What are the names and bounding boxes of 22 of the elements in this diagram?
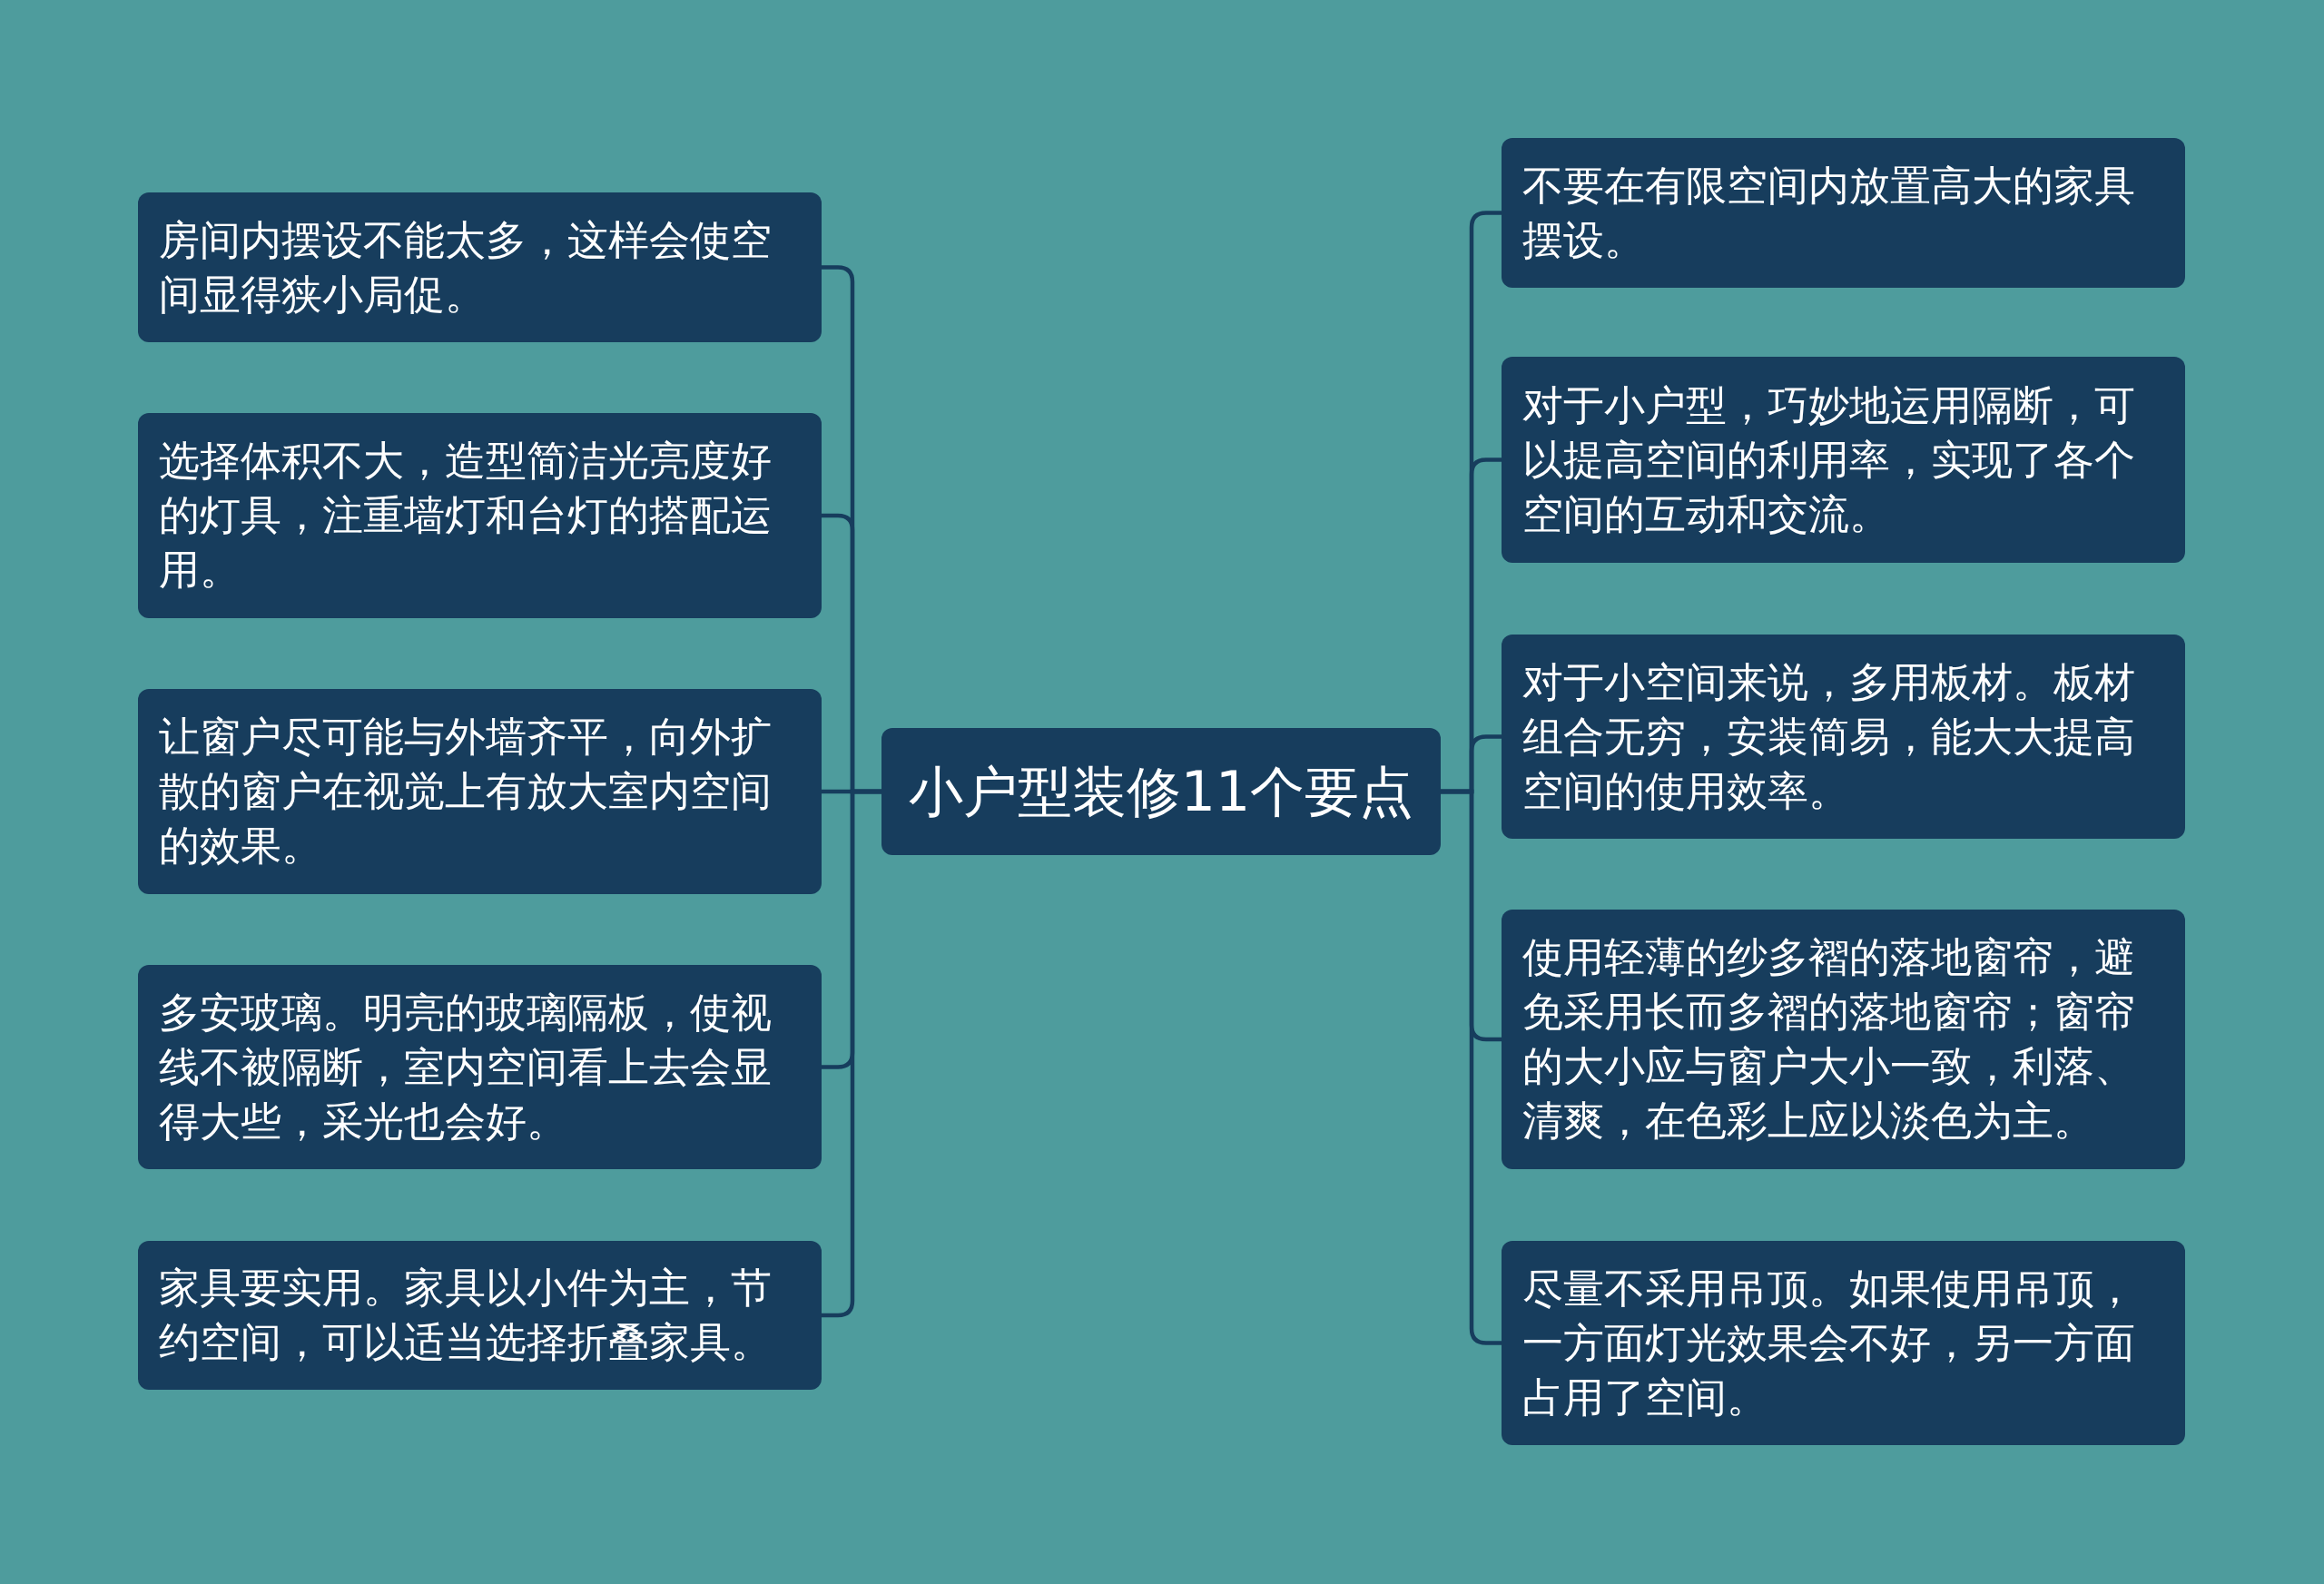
topic-box — [1502, 910, 2185, 1169]
topic-text: 多安玻璃。明亮的玻璃隔板，使视线不被隔断，室内空间看上去会显得大些，采光也会好。 — [159, 987, 773, 1147]
topic-text: 对于小户型，巧妙地运用隔断，可以提高空间的利用率，实现了各个空间的互动和交流。 — [1522, 379, 2136, 540]
topic-text: 尽量不采用吊顶。如果使用吊顶，一方面灯光效果会不好，另一方面占用了空间。 — [1522, 1263, 2136, 1423]
topic-text: 使用轻薄的纱多褶的落地窗帘，避免采用长而多褶的落地窗帘；窗帘的大小应与窗户大小一致，利落、清爽，在色彩上应以淡色为主。 — [1522, 932, 2136, 1146]
topic-box — [138, 413, 822, 618]
topic-text: 选择体积不大，造型简洁光亮度好的灯具，注重墙灯和台灯的搭配运用。 — [159, 436, 773, 595]
topic-box — [1502, 357, 2185, 563]
topic-text: 房间内摆设不能太多，这样会使空间显得狭小局促。 — [159, 214, 773, 320]
topic-box — [138, 689, 822, 894]
topic-box — [1502, 138, 2185, 288]
topic-box — [1502, 635, 2185, 839]
topic-box — [138, 965, 822, 1169]
central-topic-text: 小户型装修11个要点 — [908, 759, 1414, 824]
topic-text: 对于小空间来说，多用板材。板材组合无穷，安装简易，能大大提高空间的使用效率。 — [1522, 656, 2136, 817]
topic-box — [138, 192, 822, 342]
central-topic-box — [881, 728, 1441, 855]
topic-text: 不要在有限空间内放置高大的家具摆设。 — [1522, 160, 2136, 266]
topic-text: 让窗户尽可能与外墙齐平，向外扩散的窗户在视觉上有放大室内空间的效果。 — [159, 712, 773, 871]
topic-text: 家具要实用。家具以小件为主，节约空间，可以适当选择折叠家具。 — [159, 1263, 773, 1368]
topic-box — [1502, 1241, 2185, 1445]
topic-box — [138, 1241, 822, 1390]
